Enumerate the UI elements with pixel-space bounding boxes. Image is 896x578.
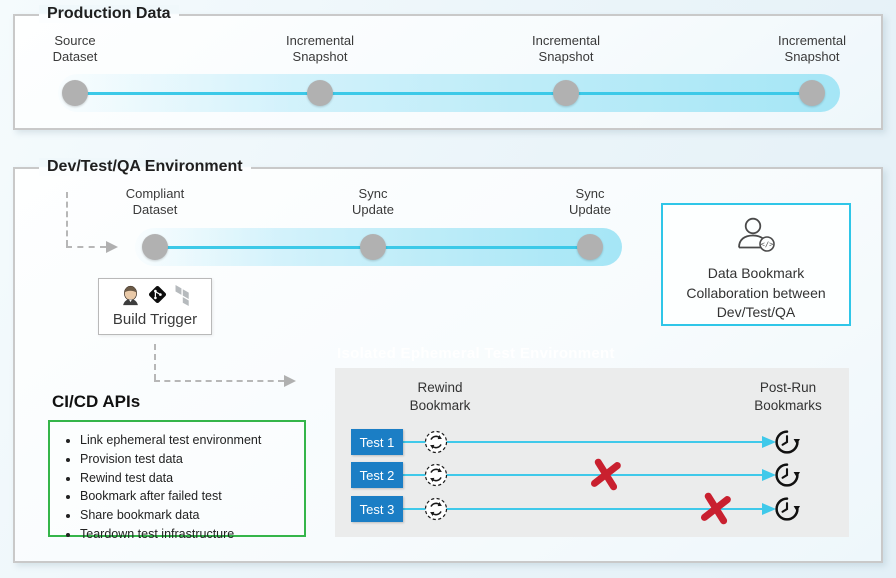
jenkins-icon — [120, 284, 141, 311]
production-title: Production Data — [39, 5, 179, 23]
git-icon — [147, 284, 168, 310]
flow-dashed-line — [66, 246, 106, 248]
cicd-item: Link ephemeral test environment — [80, 432, 304, 448]
build-trigger-box: Build Trigger — [98, 278, 212, 335]
test-flow-line — [403, 441, 762, 443]
rewind-bookmark-icon — [424, 430, 448, 459]
timeline-line — [75, 92, 812, 95]
postrun-bookmarks-header: Post-Run Bookmarks — [754, 380, 822, 413]
flow-dashed-line — [154, 344, 156, 380]
rewind-bookmark-icon — [424, 497, 448, 526]
dev-panel: Dev/Test/QA Environment Compliant Datase… — [13, 158, 883, 563]
collab-box: </> Data Bookmark Collaboration between … — [661, 203, 851, 326]
cicd-list: Link ephemeral test environment Provisio… — [50, 432, 304, 542]
test-badge: Test 2 — [351, 462, 403, 488]
arrowhead-icon — [106, 241, 118, 253]
milestone-label: Incremental Snapshot — [286, 33, 354, 65]
milestone-label: Sync Update — [569, 186, 611, 218]
fail-x-icon — [588, 456, 623, 493]
timeline-dot — [799, 80, 825, 106]
timeline-dot — [62, 80, 88, 106]
timeline-dot — [360, 234, 386, 260]
cicd-item: Share bookmark data — [80, 507, 304, 523]
timeline-dot — [142, 234, 168, 260]
test-badge: Test 3 — [351, 496, 403, 522]
cicd-item: Teardown test infrastructure — [80, 526, 304, 542]
timeline-dot — [307, 80, 333, 106]
test-badge: Test 1 — [351, 429, 403, 455]
milestone-label: Incremental Snapshot — [778, 33, 846, 65]
timeline-dot — [577, 234, 603, 260]
timeline-dot — [553, 80, 579, 106]
arrowhead-icon — [762, 469, 776, 481]
flow-dashed-line — [66, 192, 68, 246]
arrowhead-icon — [284, 375, 296, 387]
ghost-label: Isolated Ephemeral Test Environment — [337, 345, 615, 362]
production-panel: Production Data Source Dataset Increment… — [13, 5, 883, 130]
milestone-label: Incremental Snapshot — [532, 33, 600, 65]
postrun-bookmark-icon — [774, 429, 800, 460]
build-trigger-label: Build Trigger — [112, 311, 198, 328]
arrowhead-icon — [762, 503, 776, 515]
fail-x-icon — [698, 490, 733, 527]
milestone-label: Source Dataset — [52, 33, 98, 65]
build-trigger-icons — [120, 284, 191, 311]
test-panel: Rewind Bookmark Post-Run Bookmarks Test … — [335, 368, 849, 537]
arrowhead-icon — [762, 436, 776, 448]
rewind-bookmark-icon — [424, 463, 448, 492]
cicd-item: Provision test data — [80, 451, 304, 467]
cicd-box: Link ephemeral test environment Provisio… — [48, 420, 306, 541]
cicd-title: CI/CD APIs — [52, 392, 141, 411]
terraform-icon — [174, 284, 191, 311]
milestone-label: Sync Update — [352, 186, 394, 218]
dev-title: Dev/Test/QA Environment — [39, 158, 251, 176]
milestone-label: Compliant Dataset — [125, 186, 185, 218]
user-code-icon: </> — [731, 215, 781, 260]
test-flow-line — [403, 474, 762, 476]
cicd-item: Bookmark after failed test — [80, 488, 304, 504]
rewind-bookmark-header: Rewind Bookmark — [409, 380, 471, 413]
test-flow-line — [403, 508, 762, 510]
collab-box-label: Data Bookmark Collaboration between Dev/… — [686, 265, 826, 321]
postrun-bookmark-icon — [774, 496, 800, 527]
cicd-item: Rewind test data — [80, 470, 304, 486]
svg-text:</>: </> — [761, 240, 775, 249]
postrun-bookmark-icon — [774, 462, 800, 493]
flow-dashed-line — [154, 380, 284, 382]
